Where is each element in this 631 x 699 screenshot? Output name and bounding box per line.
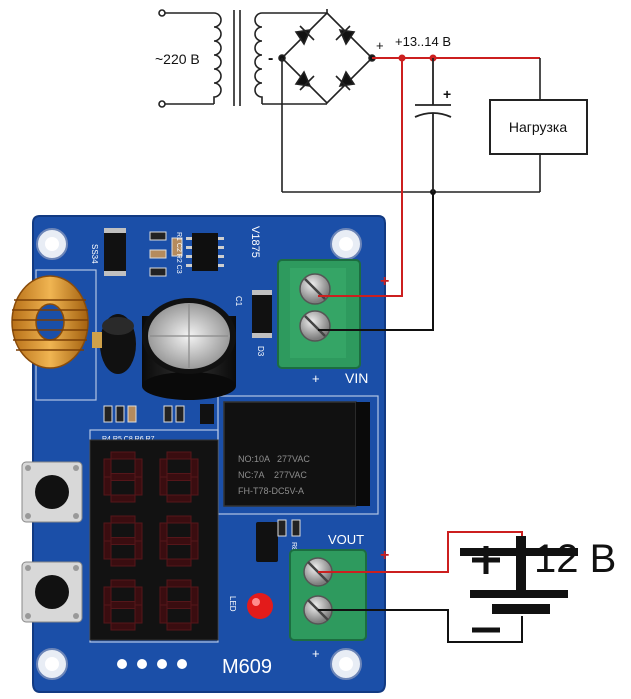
display-segment xyxy=(110,473,136,481)
display-segment xyxy=(166,473,192,481)
display-segment xyxy=(103,458,112,478)
relay-line1: NO:10A 277VAC xyxy=(238,454,310,464)
led-label: LED xyxy=(228,596,237,612)
vin-wires xyxy=(318,58,434,331)
rectifier-minus-label: - xyxy=(268,50,273,67)
battery xyxy=(318,531,578,643)
smd-r8 xyxy=(256,519,301,562)
display-segment xyxy=(166,601,192,609)
display-segment xyxy=(110,601,136,609)
display-segment xyxy=(159,604,168,624)
ac-voltage-label: ~220 В xyxy=(155,51,200,67)
display-segment xyxy=(134,522,143,542)
model-marking: M609 xyxy=(222,656,272,678)
display-segment xyxy=(166,622,192,631)
ac-input-terminals xyxy=(158,9,214,108)
display-segment xyxy=(103,604,112,624)
electrolytic-capacitor xyxy=(142,298,236,400)
smd-resistor-row xyxy=(103,404,214,424)
display-segment xyxy=(134,604,143,624)
display-segment xyxy=(134,476,143,496)
display-segment xyxy=(110,494,136,503)
display-segment xyxy=(166,515,192,524)
diode-bridge xyxy=(278,9,376,105)
display-segment xyxy=(103,586,112,606)
vout-label: VOUT xyxy=(328,532,364,547)
display-segment xyxy=(134,458,143,478)
display-segment xyxy=(166,451,192,460)
red-led xyxy=(247,593,273,619)
display-segment xyxy=(190,586,199,606)
r8-label: R8 xyxy=(290,542,297,551)
display-segment xyxy=(159,458,168,478)
diode-ss34-label: SS34 xyxy=(90,244,99,264)
display-segment xyxy=(134,540,143,560)
display-segment xyxy=(159,586,168,606)
display-segment xyxy=(190,604,199,624)
smd-diode-ss34 xyxy=(104,228,126,276)
transformer xyxy=(213,10,327,106)
display-segment xyxy=(103,522,112,542)
battery-wire-plus-mark: + xyxy=(380,547,389,564)
capacitor-plus-label: + xyxy=(443,86,451,102)
display-segment xyxy=(190,458,199,478)
relay-line3: FH-T78-DC5V-A xyxy=(238,486,304,496)
display-segment xyxy=(110,537,136,545)
display-segment xyxy=(103,476,112,496)
display-segment xyxy=(159,540,168,560)
display-segment xyxy=(110,515,136,524)
pcb-module: SS34 R1 C2 R2 C3 V1875 xyxy=(11,215,386,693)
filter-capacitor xyxy=(414,58,452,192)
push-button-top[interactable] xyxy=(21,461,83,523)
relay xyxy=(223,401,370,507)
display-segment xyxy=(166,537,192,545)
display-segment xyxy=(166,579,192,588)
display-segment xyxy=(190,476,199,496)
push-button-bottom[interactable] xyxy=(21,561,83,623)
display-segment xyxy=(110,622,136,631)
schematic: ~220 В - xyxy=(155,9,588,195)
load-label: Нагрузка xyxy=(509,119,567,135)
ic-chip xyxy=(186,233,224,271)
mounting-holes xyxy=(36,228,362,680)
display-segment xyxy=(110,579,136,588)
vin-plus-label: + xyxy=(312,371,320,386)
vin-terminal-block xyxy=(277,259,361,369)
d3-label: D3 xyxy=(256,346,265,357)
dc-rails xyxy=(281,54,541,195)
dc-voltage-label: +13..14 В xyxy=(395,34,451,49)
small-capacitor xyxy=(92,314,136,374)
toroid-inductor xyxy=(11,275,89,369)
vin-label: VIN xyxy=(345,370,368,386)
display-segment xyxy=(166,558,192,567)
load-box xyxy=(489,99,588,155)
display-segment xyxy=(159,522,168,542)
display-segment xyxy=(110,558,136,567)
c1-label: C1 xyxy=(234,296,243,307)
rectifier-plus-label: + xyxy=(376,38,384,53)
chip-label: V1875 xyxy=(249,226,261,258)
bottom-dots xyxy=(117,659,187,669)
display-segment xyxy=(159,476,168,496)
display-segment xyxy=(166,494,192,503)
seven-segment-display xyxy=(89,439,219,641)
relay-line2: NC:7A 277VAC xyxy=(238,470,307,480)
smd-resistors-upper xyxy=(149,231,183,277)
display-segment xyxy=(103,540,112,560)
smd-diode-d3 xyxy=(252,290,272,338)
upper-component-labels: R1 C2 R2 C3 xyxy=(175,232,182,274)
display-segment xyxy=(134,586,143,606)
vout-plus-label: + xyxy=(312,646,320,661)
battery-voltage-label: 12 В xyxy=(534,537,616,581)
vout-terminal-block xyxy=(289,549,367,641)
display-segment xyxy=(190,540,199,560)
display-segment xyxy=(110,451,136,460)
vin-wire-plus-mark: + xyxy=(380,273,389,290)
display-segment xyxy=(190,522,199,542)
